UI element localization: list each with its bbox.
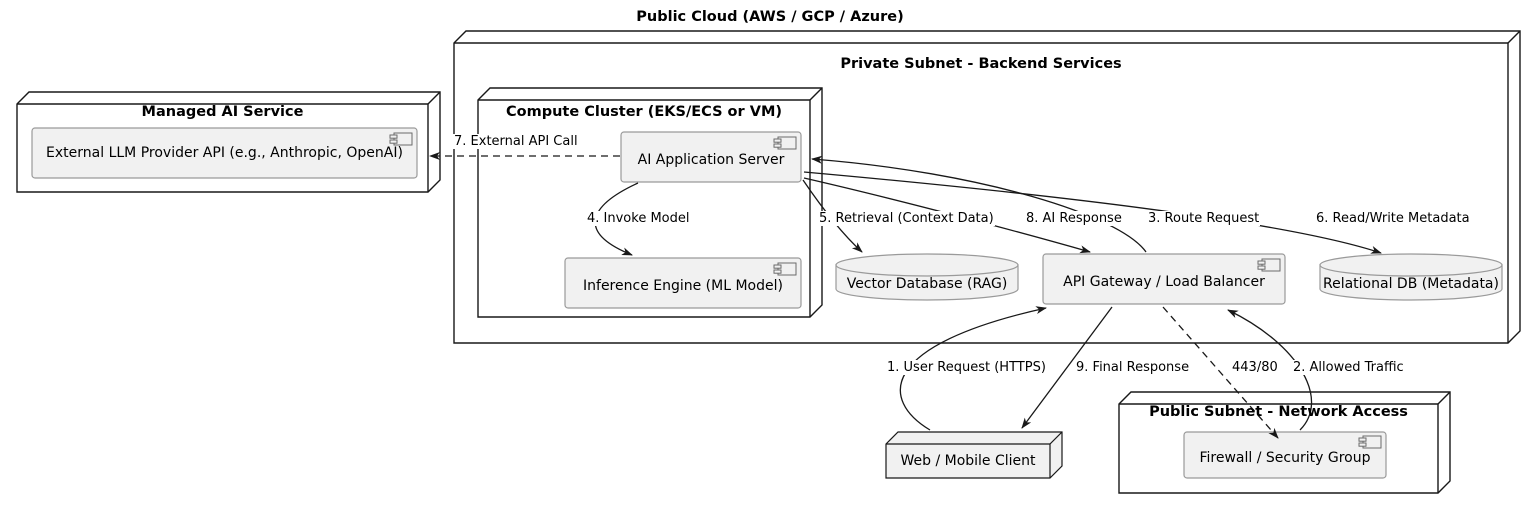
label-external-llm: External LLM Provider API (e.g., Anthrop… <box>46 145 403 161</box>
node-web-mobile-client <box>885 431 1063 479</box>
title-public-cloud: Public Cloud (AWS / GCP / Azure) <box>636 9 904 25</box>
title-compute-cluster: Compute Cluster (EKS/ECS or VM) <box>505 104 782 120</box>
edge-label-4: 4. Invoke Model <box>586 211 691 226</box>
component-icon <box>773 262 797 276</box>
database-relational-db[interactable] <box>1319 253 1503 301</box>
label-firewall: Firewall / Security Group <box>1199 449 1371 466</box>
component-inference-engine[interactable] <box>564 257 802 309</box>
edge-label-9: 9. Final Response <box>1075 360 1191 375</box>
label-relational-db: Relational DB (Metadata) <box>1323 276 1499 292</box>
component-icon <box>773 136 797 150</box>
edge-label-3: 3. Route Request <box>1147 211 1261 226</box>
edge-label-1: 1. User Request (HTTPS) <box>886 360 1047 375</box>
edge-label-2: 2. Allowed Traffic <box>1292 360 1405 375</box>
edge-label-6: 6. Read/Write Metadata <box>1315 211 1471 226</box>
component-firewall[interactable] <box>1183 431 1387 479</box>
label-vector-db: Vector Database (RAG) <box>846 276 1008 292</box>
component-external-llm[interactable] <box>31 127 418 179</box>
edge-label-7: 7. External API Call <box>453 134 579 149</box>
label-web-mobile-client: Web / Mobile Client <box>900 453 1036 469</box>
component-icon <box>1257 258 1281 272</box>
edge-label-5: 5. Retrieval (Context Data) <box>818 211 995 226</box>
title-private-subnet: Private Subnet - Backend Services <box>840 56 1122 72</box>
component-icon <box>389 132 413 146</box>
label-inference-engine: Inference Engine (ML Model) <box>583 277 783 294</box>
component-icon <box>1358 435 1382 449</box>
edge-label-443-80: 443/80 <box>1231 360 1279 375</box>
component-ai-app-server[interactable] <box>620 131 802 183</box>
edge-label-8: 8. AI Response <box>1025 211 1123 226</box>
database-vector-db[interactable] <box>835 253 1019 301</box>
title-managed-ai-service: Managed AI Service <box>141 104 304 120</box>
title-public-subnet: Public Subnet - Network Access <box>1149 404 1408 420</box>
label-ai-app-server: AI Application Server <box>637 151 785 168</box>
component-api-gateway[interactable] <box>1042 253 1286 305</box>
label-api-gateway: API Gateway / Load Balancer <box>1063 273 1265 290</box>
